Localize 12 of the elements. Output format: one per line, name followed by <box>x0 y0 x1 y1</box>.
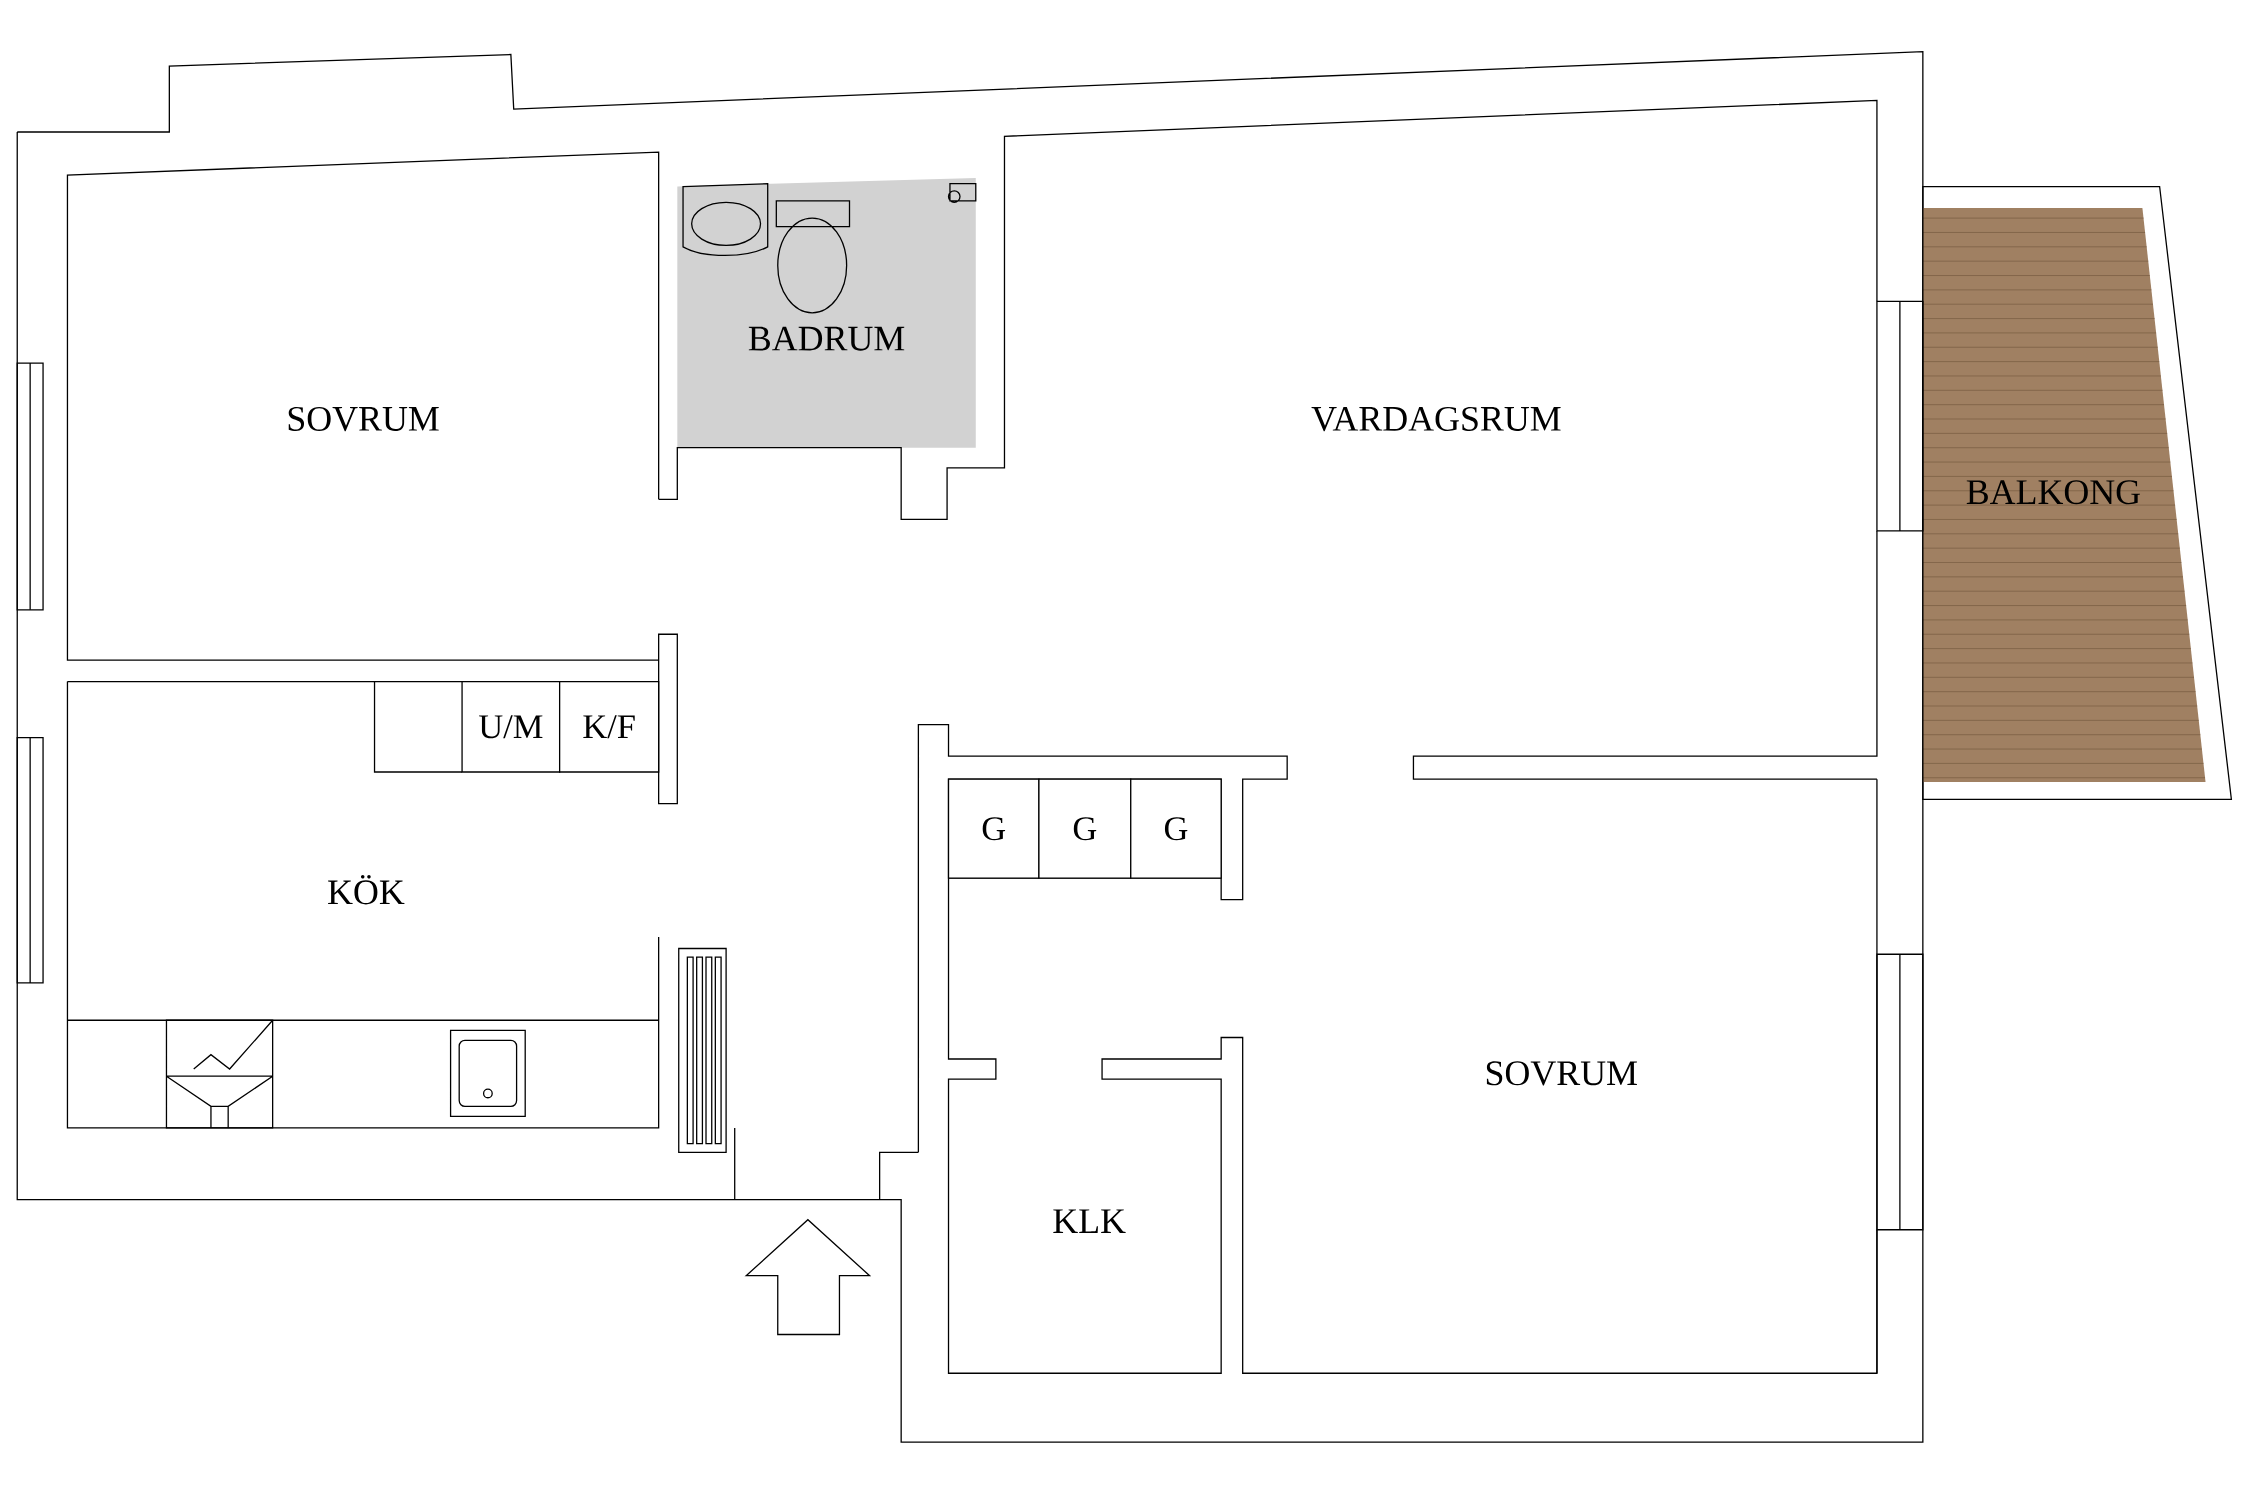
cabinet-box: U/M <box>461 681 561 773</box>
room-label: KÖK <box>328 875 405 905</box>
cabinet-box: G <box>947 778 1040 880</box>
cabinet-box: G <box>1130 778 1222 880</box>
room-label: KLK <box>1053 1209 1126 1234</box>
room-label: SOVRUM <box>1486 1061 1637 1086</box>
cabinet-box: G <box>1038 778 1132 880</box>
room-label: BADRUM <box>748 326 905 351</box>
room-label: SOVRUM <box>288 407 439 432</box>
room-label: VARDAGSRUM <box>1311 407 1561 432</box>
room-label: BALKONG <box>1966 480 2140 505</box>
cabinet-box: K/F <box>559 681 660 773</box>
